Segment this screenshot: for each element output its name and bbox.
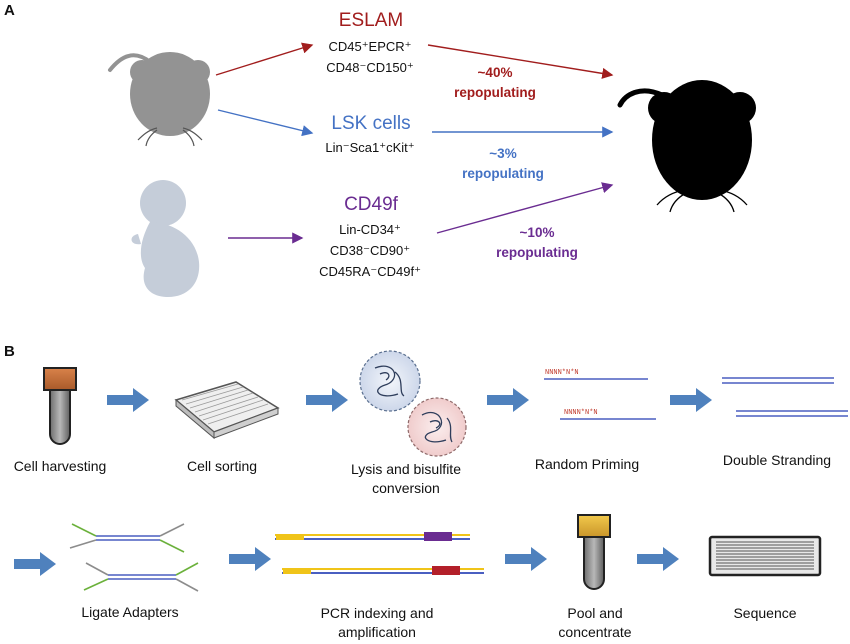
cd49f-marker-1: Lin-CD34⁺ (339, 222, 401, 237)
eslam-inbound-arrow (215, 42, 314, 76)
donor-mouse-icon (108, 52, 210, 147)
primer-label-1: NNNN*N*N (545, 369, 579, 377)
workflow-arrow (14, 552, 56, 576)
lsk-inbound-arrow (217, 109, 314, 137)
step-label-pcr-line-1: PCR indexing and (320, 605, 434, 621)
lsk-rate-label: repopulating (462, 166, 544, 181)
workflow-arrow (505, 547, 547, 571)
double-strand-icon (722, 377, 848, 417)
indexed-library-icon (275, 532, 484, 575)
step-label-cell-sorting: Cell sorting (186, 458, 258, 474)
workflow-arrow (306, 388, 348, 412)
recipient-mouse-icon (617, 80, 756, 213)
pooled-tube-icon (577, 514, 611, 590)
workflow-arrow (107, 388, 149, 412)
workflow-arrows (14, 388, 712, 576)
flow-cell-icon (708, 535, 822, 577)
workflow-arrow (637, 547, 679, 571)
step-label-random-priming: Random Priming (534, 456, 640, 472)
adapter-ligation-icon (69, 523, 199, 592)
eslam-title: ESLAM (338, 10, 404, 31)
cells-icon (359, 350, 467, 457)
cd49f-marker-2: CD38⁻CD90⁺ (329, 243, 411, 258)
panel-label-b: B (4, 343, 15, 360)
step-label-cell-harvesting: Cell harvesting (13, 458, 107, 474)
primer-label-2: NNNN*N*N (564, 409, 598, 417)
well-plate-icon (174, 381, 280, 440)
workflow-arrow (229, 547, 271, 571)
tube-icon (43, 367, 77, 445)
primer-strands-icon (544, 378, 656, 420)
workflow-arrow (670, 388, 712, 412)
lsk-rate-value: ~3% (489, 146, 517, 161)
cd49f-marker-3: CD45RA⁻CD49f⁺ (319, 264, 421, 279)
cd49f-rate-label: repopulating (496, 245, 578, 260)
eslam-marker-1: CD45⁺EPCR⁺ (328, 39, 412, 54)
panel-label-a: A (4, 2, 15, 19)
lsk-marker-1: Lin⁻Sca1⁺cKit⁺ (325, 140, 415, 155)
step-label-pool-line-1: Pool and (567, 605, 623, 621)
step-label-sequence: Sequence (733, 605, 797, 621)
step-label-ligate-adapters: Ligate Adapters (81, 604, 179, 620)
step-label-pcr-line-2: amplification (338, 624, 416, 640)
eslam-marker-2: CD48⁻CD150⁺ (326, 60, 414, 75)
fetus-icon (131, 180, 200, 298)
step-label-lysis-line-2: conversion (372, 480, 440, 496)
cd49f-title: CD49f (344, 194, 398, 215)
cd49f-rate-value: ~10% (519, 225, 555, 240)
eslam-rate-label: repopulating (454, 85, 536, 100)
eslam-outbound-arrow (427, 44, 614, 79)
step-label-pool-line-2: concentrate (558, 624, 632, 640)
step-label-double-stranding: Double Stranding (722, 452, 832, 468)
eslam-rate-value: ~40% (477, 65, 513, 80)
workflow-arrow (487, 388, 529, 412)
lsk-title: LSK cells (331, 113, 411, 134)
step-label-lysis-line-1: Lysis and bisulfite (351, 461, 461, 477)
cd49f-outbound-arrow (436, 182, 614, 234)
